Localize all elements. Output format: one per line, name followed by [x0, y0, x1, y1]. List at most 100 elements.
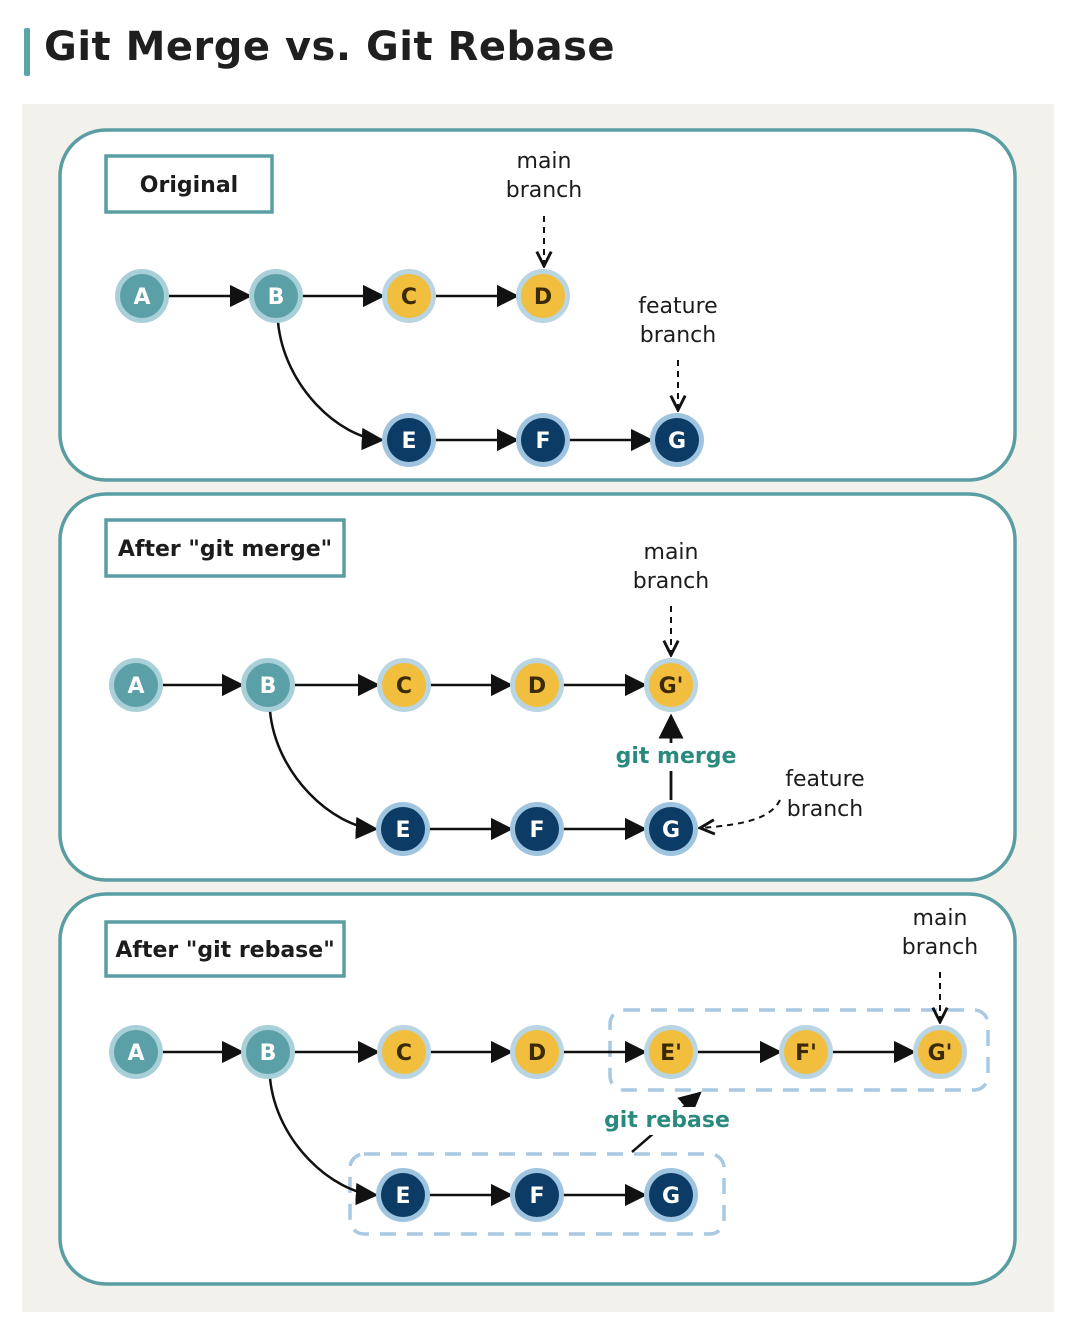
commit-a-circle — [120, 274, 164, 318]
commit-g-label: G — [662, 1184, 680, 1209]
panel-merge-main-branch-label-line2: branch — [633, 569, 709, 594]
panel-merge-edge-b-e-curve — [268, 710, 379, 840]
commit-g-label: G — [662, 818, 680, 843]
commit-c-label: C — [396, 1041, 412, 1066]
panel-merge-commit-e: E — [376, 802, 430, 856]
commit-e-label: E — [401, 429, 416, 454]
commit-e-circle — [381, 807, 425, 851]
commit-a-label: A — [127, 1041, 144, 1066]
panel-merge-commit-b: B — [241, 658, 295, 712]
commit-f-circle — [521, 418, 565, 462]
commit-c-label: C — [401, 285, 417, 310]
panel-rebase-commit-g-prime: G' — [913, 1025, 967, 1079]
panel-merge-commit-g: G — [644, 802, 698, 856]
panel-merge-main-branch-label-line1: main — [644, 540, 699, 565]
panel-rebase-commit-e: E — [376, 1168, 430, 1222]
commit-b-circle — [254, 274, 298, 318]
panel-original-feature-branch-label-line1: feature — [638, 294, 717, 319]
panel-rebase-commit-a: A — [109, 1025, 163, 1079]
panel-rebase-title: After "git rebase" — [115, 938, 334, 963]
commit-b-circle — [246, 663, 290, 707]
commit-f-circle — [515, 1173, 559, 1217]
commit-d-circle — [515, 663, 559, 707]
commit-g-prime-circle — [918, 1030, 962, 1074]
commit-f-prime-circle — [784, 1030, 828, 1074]
commit-g-label: G — [668, 429, 686, 454]
panel-rebase-commit-g: G — [644, 1168, 698, 1222]
panel-rebase-commit-e-prime: E' — [644, 1025, 698, 1079]
panel-original-commit-b: B — [249, 269, 303, 323]
panel-rebase-title-box — [104, 920, 346, 978]
panel-original-main-branch-label-line2: branch — [506, 178, 582, 203]
commit-f-prime-label: F' — [795, 1041, 817, 1066]
panel-merge-operation-label: git merge — [616, 744, 737, 769]
commit-g-circle — [649, 807, 693, 851]
commit-b-label: B — [260, 1041, 277, 1066]
commit-d-circle — [521, 274, 565, 318]
panel-rebase-main-branch-label-line2: branch — [902, 935, 978, 960]
panel-original-commit-c: C — [382, 269, 436, 323]
panel-original-title-box — [104, 154, 274, 214]
panel-merge-feature-branch-pointer — [700, 799, 781, 828]
commit-a-label: A — [127, 674, 144, 699]
commit-d-label: D — [528, 674, 546, 699]
commit-f-circle — [515, 807, 559, 851]
panel-rebase-commit-group-2 — [348, 1152, 726, 1236]
panel-rebase-commit-d: D — [510, 1025, 564, 1079]
title-accent-bar — [24, 28, 30, 76]
panel-merge-commit-c: C — [377, 658, 431, 712]
commit-g-circle — [655, 418, 699, 462]
commit-d-circle — [515, 1030, 559, 1074]
panel-rebase-frame — [58, 892, 1017, 1286]
commit-g-prime-circle — [649, 663, 693, 707]
panel-original-main-branch-label-line1: main — [517, 149, 572, 174]
commit-c-circle — [387, 274, 431, 318]
panel-rebase-commit-c: C — [377, 1025, 431, 1079]
panel-rebase-commit-b: B — [241, 1025, 295, 1079]
commit-f-label: F — [529, 1184, 544, 1209]
commit-e-prime-circle — [649, 1030, 693, 1074]
panel-original-commit-f: F — [516, 413, 570, 467]
panel-merge-feature-branch-label-line2: branch — [787, 797, 863, 822]
panel-rebase-rebase-label-bg — [601, 1107, 733, 1135]
panel-original-edge-b-e-curve — [276, 321, 385, 451]
commit-e-circle — [387, 418, 431, 462]
commit-e-prime-label: E' — [660, 1041, 682, 1066]
commit-e-label: E — [395, 818, 410, 843]
panel-merge-commit-d: D — [510, 658, 564, 712]
panel-rebase-edge-b-e-curve — [268, 1077, 379, 1206]
panel-merge-commit-f: F — [510, 802, 564, 856]
commit-d-label: D — [528, 1041, 546, 1066]
panel-rebase-commit-f-prime: F' — [779, 1025, 833, 1079]
panel-original-commit-a: A — [115, 269, 169, 323]
commit-f-label: F — [529, 818, 544, 843]
panel-original-commit-e: E — [382, 413, 436, 467]
commit-c-circle — [382, 663, 426, 707]
commit-b-circle — [246, 1030, 290, 1074]
panel-merge-merge-label-bg — [618, 743, 734, 771]
commit-a-circle — [114, 1030, 158, 1074]
commit-c-circle — [382, 1030, 426, 1074]
commit-b-label: B — [260, 674, 277, 699]
panel-original-feature-branch-label-line2: branch — [640, 323, 716, 348]
commit-b-label: B — [268, 285, 285, 310]
page-title: Git Merge vs. Git Rebase — [44, 24, 616, 70]
commit-c-label: C — [396, 674, 412, 699]
commit-a-circle — [114, 663, 158, 707]
commit-f-label: F — [535, 429, 550, 454]
panel-merge-feature-branch-label-line1: feature — [785, 767, 864, 792]
commit-g-prime-label: G' — [659, 674, 684, 699]
panel-original-commit-g: G — [650, 413, 704, 467]
panel-rebase-commit-f: F — [510, 1168, 564, 1222]
commit-d-label: D — [534, 285, 552, 310]
commit-a-label: A — [133, 285, 150, 310]
panel-merge-commit-a: A — [109, 658, 163, 712]
panel-original-commit-d: D — [516, 269, 570, 323]
panel-merge-commit-g-prime: G' — [644, 658, 698, 712]
panel-merge-title: After "git merge" — [118, 537, 332, 562]
panel-rebase-commit-group-1 — [608, 1008, 990, 1092]
panel-merge-title-box — [104, 518, 346, 578]
commit-e-label: E — [395, 1184, 410, 1209]
panel-original-title: Original — [140, 173, 238, 198]
